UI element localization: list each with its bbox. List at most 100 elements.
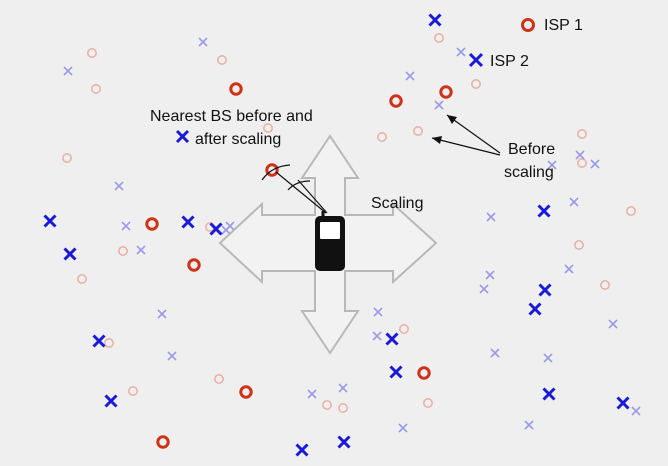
isp2-bs-before-marker — [338, 383, 348, 393]
isp2-bs-after-marker — [295, 443, 309, 457]
isp1-bs-after-marker — [265, 163, 279, 177]
isp1-bs-before-marker — [321, 399, 332, 410]
isp2-bs-before-marker — [157, 309, 167, 319]
before-scaling-label-line1: Before — [508, 141, 555, 158]
isp2-bs-before-marker — [121, 221, 131, 231]
isp1-bs-before-marker — [118, 246, 129, 257]
isp1-bs-after-marker — [229, 82, 243, 96]
isp1-bs-before-marker — [576, 129, 587, 140]
isp2-bs-before-marker — [575, 150, 585, 160]
isp2-bs-before-marker — [490, 348, 500, 358]
isp1-bs-after-marker — [145, 217, 159, 231]
isp2-bs-before-marker — [524, 420, 534, 430]
isp1-bs-before-marker — [61, 153, 72, 164]
nearest-bs-pointers — [261, 164, 328, 214]
isp1-bs-before-marker — [87, 47, 98, 58]
isp2-bs-after-marker — [542, 387, 556, 401]
legend-isp2-label: ISP 2 — [490, 53, 529, 70]
isp1-bs-after-marker — [156, 435, 170, 449]
isp1-bs-before-marker — [217, 54, 228, 65]
isp1-bs-before-marker — [422, 397, 433, 408]
isp1-bs-before-marker — [398, 323, 409, 334]
isp2-bs-before-marker — [631, 406, 641, 416]
mobile-phone-icon — [315, 211, 345, 271]
isp1-bs-before-marker — [412, 126, 423, 137]
isp2-bs-after-marker — [104, 394, 118, 408]
isp2-bs-after-marker — [209, 222, 223, 236]
before-pointer-2-head — [432, 136, 442, 144]
isp1-bs-after-marker — [187, 258, 201, 272]
isp2-bs-after-marker — [337, 435, 351, 449]
isp1-bs-after-marker — [239, 385, 253, 399]
isp2-bs-after-marker — [63, 247, 77, 261]
legend-isp1-icon — [521, 18, 535, 32]
isp2-bs-before-marker — [564, 264, 574, 274]
isp2-bs-after-marker — [428, 13, 442, 27]
isp2-bs-before-marker — [307, 389, 317, 399]
pointer-line-before — [297, 179, 328, 214]
before-pointer-2 — [431, 137, 501, 156]
before-pointer-1 — [446, 114, 501, 154]
isp2-bs-after-marker — [537, 204, 551, 218]
legend-isp1-label: ISP 1 — [544, 17, 583, 34]
nearest-bs-label-line2: after scaling — [195, 131, 281, 148]
isp2-bs-after-marker — [528, 302, 542, 316]
isp1-bs-before-marker — [128, 385, 139, 396]
before-scaling-label-line2: scaling — [504, 164, 554, 181]
isp2-bs-before-marker — [136, 245, 146, 255]
isp2-bs-after-marker — [181, 215, 195, 229]
isp2-bs-after-marker — [538, 283, 552, 297]
nearest-bs-cross-icon — [175, 129, 190, 144]
isp1-bs-before-marker — [214, 373, 225, 384]
isp2-bs-before-marker — [479, 284, 489, 294]
isp1-bs-before-marker — [104, 337, 115, 348]
pointer-line-after — [275, 171, 327, 214]
isp2-bs-before-marker — [398, 423, 408, 433]
isp2-bs-before-marker — [114, 181, 124, 191]
isp1-bs-after-marker — [389, 94, 403, 108]
isp1-bs-before-marker — [376, 132, 387, 143]
nearest-bs-label-line1: Nearest BS before and — [150, 108, 313, 125]
isp2-bs-before-marker — [456, 47, 466, 57]
isp1-bs-before-marker — [337, 402, 348, 413]
isp1-bs-after-marker — [439, 85, 453, 99]
arc-tick-after — [261, 164, 291, 181]
isp2-bs-before-marker — [569, 197, 579, 207]
isp2-bs-before-marker — [486, 212, 496, 222]
isp1-bs-before-marker — [262, 123, 273, 134]
isp1-bs-before-marker — [625, 206, 636, 217]
isp2-bs-after-marker — [389, 365, 403, 379]
before-pointer-1-head — [447, 115, 457, 124]
isp1-bs-before-marker — [433, 32, 444, 43]
isp2-bs-after-marker — [92, 334, 106, 348]
isp2-bs-before-marker — [372, 331, 382, 341]
isp1-bs-before-marker — [576, 158, 587, 169]
isp2-bs-before-marker — [485, 270, 495, 280]
isp2-bs-before-marker — [405, 71, 415, 81]
isp1-bs-before-marker — [91, 84, 102, 95]
scaling-label: Scaling — [371, 195, 423, 212]
phone-screen — [320, 222, 340, 239]
isp1-bs-before-marker — [77, 273, 88, 284]
isp1-bs-after-marker — [417, 366, 431, 380]
isp1-bs-before-marker — [599, 279, 610, 290]
isp2-bs-before-marker — [225, 221, 235, 231]
isp2-bs-before-marker — [590, 159, 600, 169]
isp1-bs-before-marker — [573, 240, 584, 251]
isp2-bs-before-marker — [608, 319, 618, 329]
arc-tick-before — [287, 180, 311, 191]
isp2-bs-after-marker — [43, 214, 57, 228]
isp2-bs-before-marker — [198, 37, 208, 47]
isp2-bs-before-marker — [373, 307, 383, 317]
legend-isp2-icon — [468, 52, 484, 68]
base-station-markers — [43, 13, 641, 457]
isp2-bs-after-marker — [385, 332, 399, 346]
before-scaling-pointers — [431, 114, 501, 156]
isp2-bs-after-marker — [616, 396, 630, 410]
isp2-bs-before-marker — [434, 100, 444, 110]
isp2-bs-before-marker — [543, 353, 553, 363]
isp2-bs-before-marker — [63, 66, 73, 76]
isp2-bs-before-marker — [547, 160, 557, 170]
